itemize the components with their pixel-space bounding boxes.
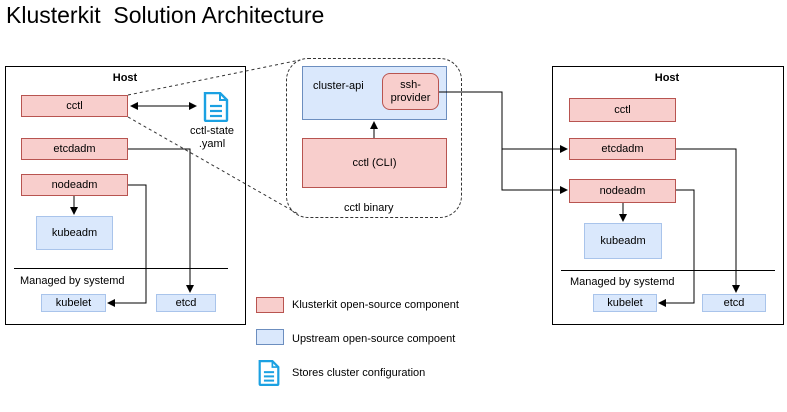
cctl-binary-label: cctl binary bbox=[344, 202, 394, 214]
right-etcd-box: etcd bbox=[702, 294, 766, 312]
state-file-label: cctl-state .yaml bbox=[190, 125, 235, 151]
diagram-title: Klusterkit Solution Architecture bbox=[6, 2, 325, 28]
left-host-label: Host bbox=[112, 72, 138, 84]
left-kubeadm-box: kubeadm bbox=[36, 216, 113, 250]
left-kubelet-box: kubelet bbox=[41, 294, 106, 312]
right-cctl-box: cctl bbox=[569, 98, 676, 122]
right-kubelet-box: kubelet bbox=[593, 294, 657, 312]
ssh-to-right-nodeadm bbox=[501, 149, 568, 194]
right-etcdadm-to-etcd bbox=[676, 148, 740, 293]
right-etcdadm-box: etcdadm bbox=[569, 138, 676, 160]
legend-upstream-label: Upstream open-source compoent bbox=[292, 333, 456, 345]
cctl-cli-box: cctl (CLI) bbox=[302, 138, 447, 188]
left-etcdadm-to-etcd bbox=[128, 148, 194, 293]
left-nodeadm-box: nodeadm bbox=[21, 174, 128, 196]
legend-klusterkit-label: Klusterkit open-source component bbox=[292, 299, 459, 311]
left-managed-label: Managed by systemd bbox=[20, 275, 125, 287]
right-systemd-divider bbox=[561, 270, 775, 271]
right-host-label: Host bbox=[654, 72, 680, 84]
right-nodeadm-to-kubelet bbox=[658, 189, 695, 307]
legend-klusterkit-swatch bbox=[256, 297, 284, 313]
legend-upstream-swatch bbox=[256, 329, 284, 345]
left-etcd-box: etcd bbox=[156, 294, 216, 312]
left-cctl-box: cctl bbox=[21, 95, 128, 117]
right-nodeadm-box: nodeadm bbox=[569, 179, 676, 203]
cluster-api-label: cluster-api bbox=[313, 80, 364, 92]
zoom-line-bottom bbox=[127, 116, 301, 216]
document-icon bbox=[203, 92, 229, 122]
left-systemd-divider bbox=[14, 268, 228, 269]
zoom-line-top bbox=[127, 59, 301, 96]
ssh-provider-box: ssh- provider bbox=[382, 73, 439, 110]
left-etcdadm-box: etcdadm bbox=[21, 138, 128, 160]
document-icon bbox=[258, 360, 280, 386]
left-nodeadm-to-kubelet bbox=[107, 184, 147, 307]
legend-stores-label: Stores cluster configuration bbox=[292, 367, 426, 379]
right-managed-label: Managed by systemd bbox=[570, 276, 675, 288]
right-kubeadm-box: kubeadm bbox=[584, 223, 662, 259]
ssh-to-right-etcdadm bbox=[439, 91, 568, 153]
